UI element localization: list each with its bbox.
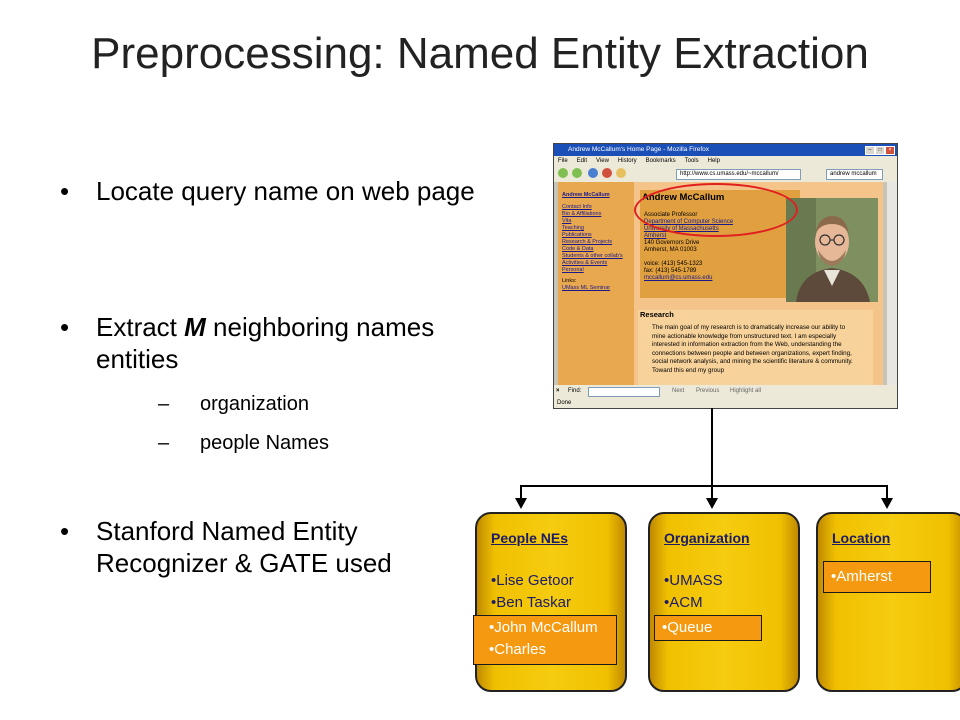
profile-campus-link[interactable]: Amherst <box>644 233 667 239</box>
find-bar: × Find: Next Previous Highlight all <box>554 385 897 399</box>
sidebar-link[interactable]: Code & Data <box>562 246 594 252</box>
arrow-down-icon <box>706 498 718 509</box>
research-heading: Research <box>640 310 674 319</box>
sidebar-link[interactable]: Research & Projects <box>562 239 613 245</box>
search-input[interactable]: andrew mccallum <box>826 169 883 180</box>
person-photo-icon <box>786 198 878 302</box>
profile-fax: fax: (413) 545-1789 <box>644 268 697 274</box>
connector-left <box>520 485 522 499</box>
profile-city: Amherst, MA 01003 <box>644 247 697 253</box>
sidebar-link[interactable]: Andrew McCallum <box>562 192 610 198</box>
minimize-icon[interactable]: – <box>865 146 875 155</box>
connector-middle <box>711 485 713 499</box>
profile-voice: voice: (413) 545-1323 <box>644 261 703 267</box>
sidebar-link[interactable]: UMass ML Seminar <box>562 285 611 291</box>
menu-help[interactable]: Help <box>707 158 720 164</box>
entity-box-organization: Organization •UMASS •ACM <box>648 512 800 692</box>
entity-item: •John McCallum <box>489 619 598 636</box>
entity-box-people: People NEs •Lise Getoor •Ben Taskar <box>475 512 627 692</box>
arrow-down-icon <box>515 498 527 509</box>
menu-view[interactable]: View <box>596 158 609 164</box>
bullet-marker: • <box>60 176 70 206</box>
sidebar-link[interactable]: Contact Info <box>562 204 592 210</box>
back-icon[interactable] <box>558 168 568 178</box>
status-bar: Done <box>554 399 897 408</box>
connector-bar <box>520 485 888 487</box>
bullet-text: Extract M neighboring names entities <box>96 312 435 374</box>
close-icon[interactable]: × <box>885 146 895 155</box>
location-highlight: •Amherst <box>823 561 931 593</box>
menu-edit[interactable]: Edit <box>576 158 588 164</box>
home-icon[interactable] <box>616 168 626 178</box>
sidebar-link[interactable]: Personal <box>562 267 584 273</box>
maximize-icon[interactable]: □ <box>875 146 885 155</box>
sidebar-link[interactable]: Teaching <box>562 225 585 231</box>
entity-item: •Lise Getoor <box>491 572 574 589</box>
find-next-button[interactable]: Next <box>672 388 685 394</box>
menu-bookmarks[interactable]: Bookmarks <box>645 158 676 164</box>
page-sidebar: Andrew McCallum Contact Info Bio & Affil… <box>558 182 634 385</box>
connector-right <box>886 485 888 499</box>
close-find-icon[interactable]: × <box>556 388 560 394</box>
find-input[interactable] <box>588 387 660 397</box>
browser-toolbar: http://www.cs.umass.edu/~mccallum/ andre… <box>554 166 897 182</box>
slide-title: Preprocessing: Named Entity Extraction <box>91 29 869 78</box>
research-panel <box>638 310 873 385</box>
sidebar-link[interactable]: Publications <box>562 232 592 238</box>
bullet-text: Stanford Named Entity Recognizer & GATE … <box>96 516 392 578</box>
organization-highlight: •Queue <box>654 615 762 641</box>
sidebar-label: Links: <box>562 278 577 284</box>
menu-tools[interactable]: Tools <box>684 158 699 164</box>
entity-item: •Amherst <box>831 568 893 585</box>
name-highlight-oval <box>634 183 798 237</box>
entity-item: •Ben Taskar <box>491 594 572 611</box>
entity-box-location: Location <box>816 512 960 692</box>
entity-item: •ACM <box>664 594 703 611</box>
entity-heading: Organization <box>664 530 750 546</box>
url-input[interactable]: http://www.cs.umass.edu/~mccallum/ <box>676 169 801 180</box>
find-previous-button[interactable]: Previous <box>696 388 720 394</box>
menu-file[interactable]: File <box>558 158 568 164</box>
entity-heading: People NEs <box>491 530 569 546</box>
bullet-marker: • <box>60 312 70 342</box>
entity-item: •Charles <box>489 641 546 658</box>
entity-item: •Queue <box>662 619 713 636</box>
browser-menu-bar: File Edit View History Bookmarks Tools Help <box>554 156 897 166</box>
connector-trunk <box>711 408 713 486</box>
people-highlight: •John McCallum •Charles <box>473 615 617 665</box>
research-text: The main goal of my research is to drama… <box>652 324 853 374</box>
browser-screenshot: Andrew McCallum's Home Page - Mozilla Fi… <box>553 143 898 409</box>
profile-email-link[interactable]: mccallum@cs.umass.edu <box>644 275 713 281</box>
forward-icon[interactable] <box>572 168 582 178</box>
sidebar-link[interactable]: Students & other collab's <box>562 253 623 259</box>
stop-icon[interactable] <box>602 168 612 178</box>
sidebar-link[interactable]: Activities & Events <box>562 260 608 266</box>
menu-history[interactable]: History <box>617 158 637 164</box>
entity-heading: Location <box>832 530 891 546</box>
find-highlight-button[interactable]: Highlight all <box>730 388 762 394</box>
reload-icon[interactable] <box>588 168 598 178</box>
bullet-marker: • <box>60 516 70 546</box>
arrow-down-icon <box>881 498 893 509</box>
entity-item: •UMASS <box>664 572 723 589</box>
sidebar-link[interactable]: Vita <box>562 218 572 224</box>
profile-street: 140 Governors Drive <box>644 240 700 246</box>
profile-photo <box>786 198 878 302</box>
browser-title-bar: Andrew McCallum's Home Page - Mozilla Fi… <box>554 144 897 156</box>
find-label: Find: <box>568 388 582 394</box>
bullet-text: Locate query name on web page <box>96 176 475 206</box>
page-scrollbar[interactable] <box>887 182 897 385</box>
sidebar-link[interactable]: Bio & Affiliations <box>562 211 602 217</box>
